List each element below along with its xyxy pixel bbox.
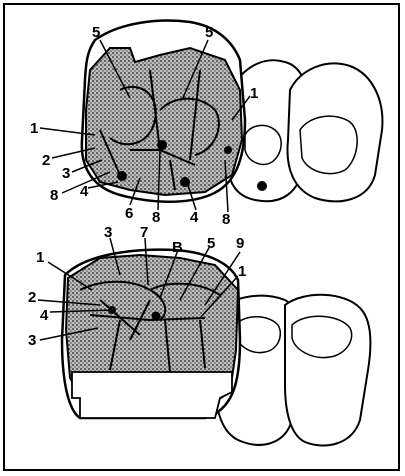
upper-label-6: 3 — [62, 165, 70, 182]
upper-dot-4 — [224, 146, 232, 154]
upper-label-3: 1 — [250, 85, 258, 102]
upper-label-2: 5 — [205, 24, 213, 41]
upper-label-1: 5 — [92, 24, 100, 41]
lower-label-3: 1 — [36, 249, 44, 266]
lower-dot-1 — [152, 312, 161, 321]
upper-dot-1 — [157, 140, 167, 150]
lower-tooth-group: 3 7 1 B 5 9 2 4 1 3 — [28, 224, 370, 446]
upper-pin-dot — [257, 181, 267, 191]
upper-label-4: 1 — [30, 120, 38, 137]
upper-dot-3 — [117, 171, 127, 181]
lower-label-7: 2 — [28, 289, 36, 306]
lower-base-notch — [72, 372, 232, 418]
upper-label-9: 6 — [125, 205, 133, 222]
upper-occlusal-outline-1 — [245, 125, 281, 164]
upper-label-12: 8 — [222, 211, 230, 228]
upper-occlusal-outline-2 — [300, 116, 357, 173]
lower-label-2: 7 — [140, 224, 148, 241]
upper-label-10: 8 — [152, 209, 160, 226]
upper-label-11: 4 — [190, 209, 199, 226]
lower-label-1: 3 — [104, 224, 112, 241]
upper-label-8: 4 — [80, 183, 89, 200]
upper-tooth-group: 5 5 1 1 2 3 8 4 6 8 4 8 — [30, 21, 382, 228]
upper-label-5: 2 — [42, 152, 50, 169]
lower-label-9: 1 — [238, 263, 246, 280]
upper-label-7: 8 — [50, 187, 58, 204]
lower-label-6: 9 — [236, 235, 244, 252]
lower-label-4: B — [172, 239, 183, 256]
lower-label-8: 4 — [40, 307, 49, 324]
lower-label-5: 5 — [207, 235, 215, 252]
lower-label-10: 3 — [28, 332, 36, 349]
